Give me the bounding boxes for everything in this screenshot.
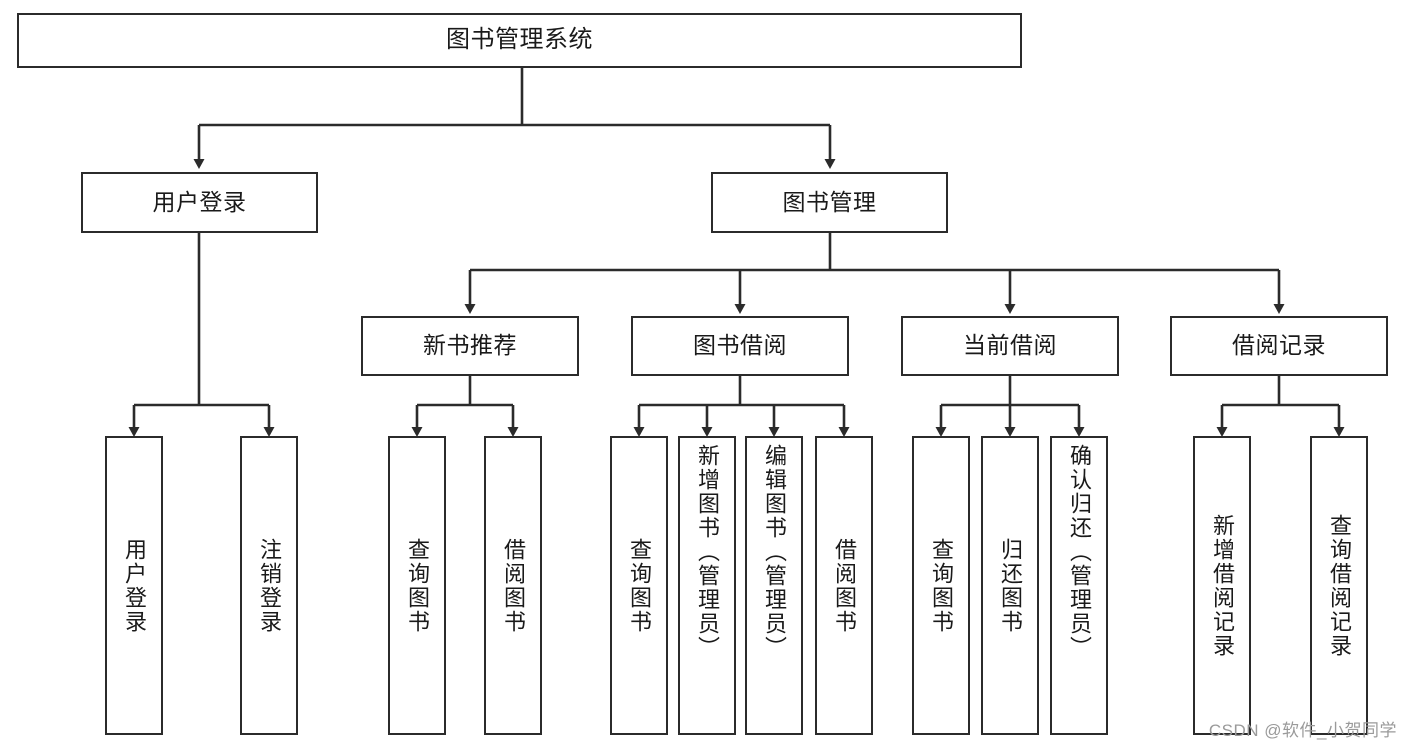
- node-leaf-query-book-1[interactable]: 查询图书: [388, 436, 446, 735]
- node-leaf-query-book-2[interactable]: 查询图书: [610, 436, 668, 735]
- node-current-borrow-label: 当前借阅: [963, 332, 1057, 359]
- node-borrow-record[interactable]: 借阅记录: [1170, 316, 1388, 376]
- node-root[interactable]: 图书管理系统: [17, 13, 1022, 68]
- node-leaf-query-book-1-label: 查询图书: [405, 537, 430, 634]
- node-leaf-add-record-label: 新增借阅记录: [1210, 513, 1235, 658]
- node-book-manage[interactable]: 图书管理: [711, 172, 948, 233]
- watermark: CSDN @软件_小贺同学: [1208, 721, 1397, 740]
- node-leaf-confirm-return[interactable]: 确认归还（管理员）: [1050, 436, 1108, 735]
- node-user-login[interactable]: 用户登录: [81, 172, 318, 233]
- node-borrow-record-label: 借阅记录: [1232, 332, 1326, 359]
- node-leaf-confirm-return-label: 确认归还（管理员）: [1067, 444, 1092, 660]
- node-root-label: 图书管理系统: [446, 26, 593, 54]
- node-leaf-borrow-book-2-label: 借阅图书: [832, 537, 857, 634]
- node-leaf-borrow-book-1-label: 借阅图书: [501, 537, 526, 634]
- node-leaf-borrow-book-1[interactable]: 借阅图书: [484, 436, 542, 735]
- node-leaf-return-book[interactable]: 归还图书: [981, 436, 1039, 735]
- node-book-borrow-label: 图书借阅: [693, 332, 787, 359]
- node-leaf-add-book[interactable]: 新增图书（管理员）: [678, 436, 736, 735]
- node-leaf-query-book-3[interactable]: 查询图书: [912, 436, 970, 735]
- node-leaf-edit-book[interactable]: 编辑图书（管理员）: [745, 436, 803, 735]
- node-leaf-query-record[interactable]: 查询借阅记录: [1310, 436, 1368, 735]
- node-leaf-return-book-label: 归还图书: [998, 537, 1023, 634]
- node-leaf-query-record-label: 查询借阅记录: [1327, 513, 1352, 658]
- node-leaf-query-book-2-label: 查询图书: [627, 537, 652, 634]
- node-new-book-recommend-label: 新书推荐: [423, 332, 517, 359]
- node-leaf-add-book-label: 新增图书（管理员）: [695, 444, 720, 660]
- node-leaf-borrow-book-2[interactable]: 借阅图书: [815, 436, 873, 735]
- node-leaf-query-book-3-label: 查询图书: [929, 537, 954, 634]
- node-leaf-add-record[interactable]: 新增借阅记录: [1193, 436, 1251, 735]
- node-leaf-user-login-label: 用户登录: [122, 537, 147, 634]
- node-current-borrow[interactable]: 当前借阅: [901, 316, 1119, 376]
- node-user-login-label: 用户登录: [152, 188, 247, 215]
- node-book-manage-label: 图书管理: [782, 188, 877, 215]
- node-book-borrow[interactable]: 图书借阅: [631, 316, 849, 376]
- node-leaf-logout-login-label: 注销登录: [257, 537, 282, 634]
- node-leaf-edit-book-label: 编辑图书（管理员）: [762, 444, 787, 660]
- node-leaf-logout-login[interactable]: 注销登录: [240, 436, 298, 735]
- node-leaf-user-login[interactable]: 用户登录: [105, 436, 163, 735]
- node-new-book-recommend[interactable]: 新书推荐: [361, 316, 579, 376]
